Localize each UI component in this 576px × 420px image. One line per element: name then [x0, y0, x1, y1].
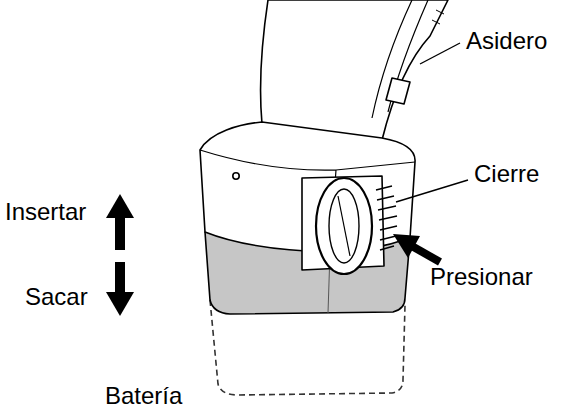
part-label: Presionar: [430, 263, 533, 292]
remove-arrow-head: [106, 292, 134, 316]
insert-arrow-shaft: [115, 214, 125, 250]
latch-ridges: [376, 186, 397, 250]
part-label: Insertar: [5, 198, 86, 227]
part-label: Batería: [105, 382, 182, 411]
press-arrow-shaft: [410, 245, 440, 262]
part-label: Asidero: [466, 27, 547, 56]
latch-loop: [316, 178, 372, 274]
leader-line: [420, 43, 460, 64]
screw-hole: [233, 173, 239, 179]
handle-stripe: [432, 10, 444, 24]
latch-inner-line: [338, 196, 350, 256]
insert-arrow-head: [106, 194, 134, 218]
handle: [260, 0, 448, 140]
leader-line: [396, 180, 468, 202]
press-arrow-head: [393, 234, 420, 258]
part-label: Sacar: [25, 283, 88, 312]
handle-grip: [372, 0, 428, 118]
handle-switch: [386, 78, 410, 104]
latch-loop-inner: [329, 189, 359, 263]
part-label: Cierre: [474, 160, 539, 189]
remove-arrow-shaft: [115, 262, 125, 296]
